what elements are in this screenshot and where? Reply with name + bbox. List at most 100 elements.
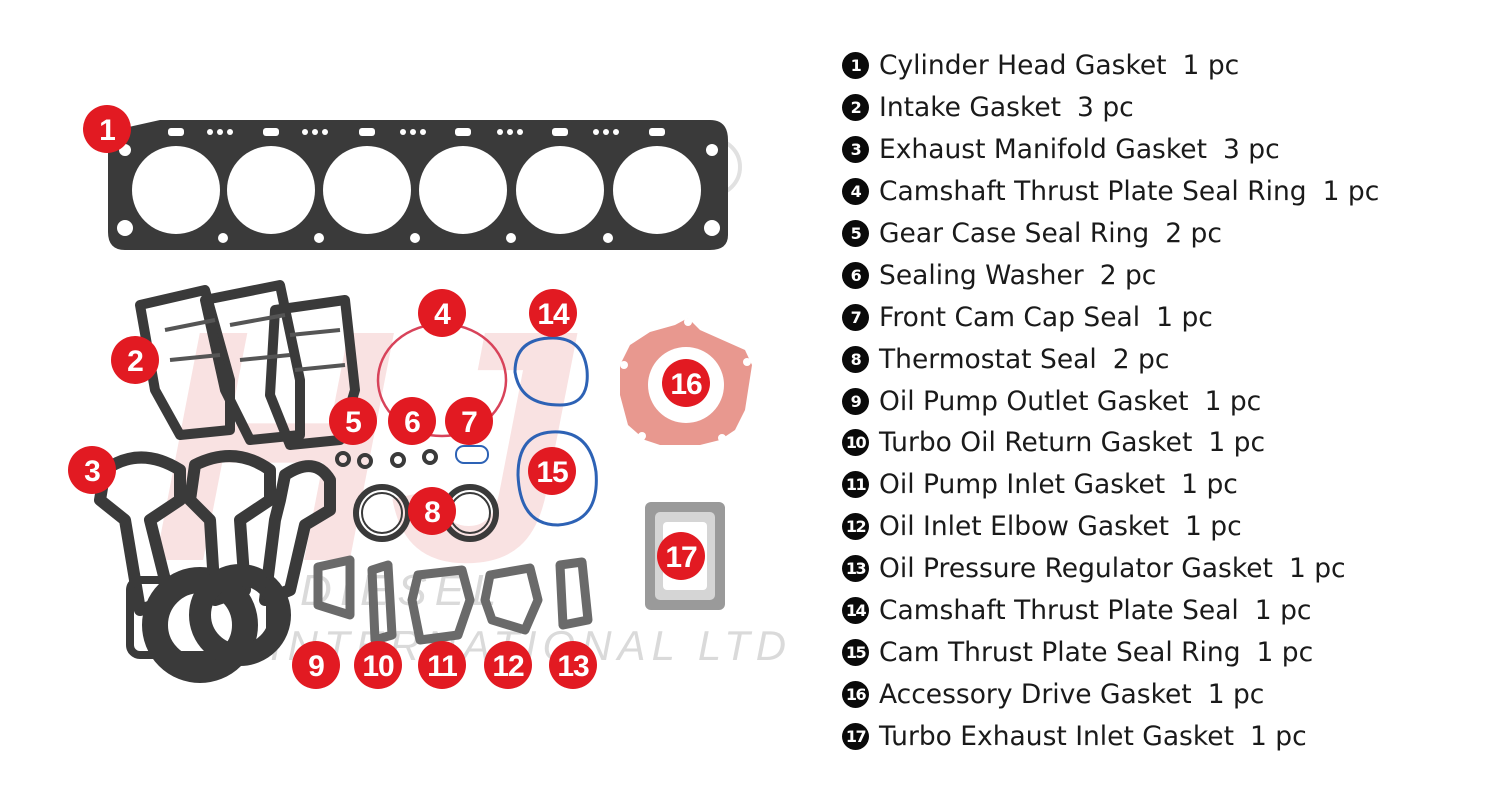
parts-list-item: 4 Camshaft Thrust Plate Seal Ring 1 pc: [842, 171, 1492, 213]
callout-16: 16: [662, 359, 710, 407]
item-name: Thermostat Seal: [879, 343, 1097, 375]
item-number-badge: 5: [842, 220, 869, 247]
parts-list-item: 8 Thermostat Seal 2 pc: [842, 338, 1492, 380]
parts-list-item: 15 Cam Thrust Plate Seal Ring 1 pc: [842, 631, 1492, 673]
callout-15: 15: [528, 447, 576, 495]
item-quantity: 1 pc: [1204, 385, 1262, 417]
callout-7: 7: [445, 397, 493, 445]
item-name: Camshaft Thrust Plate Seal Ring: [879, 176, 1307, 208]
parts-list-item: 7 Front Cam Cap Seal 1 pc: [842, 296, 1492, 338]
item-number-badge: 12: [842, 513, 869, 541]
camshaft-thrust-plate-seal-drawing: [513, 336, 589, 407]
svg-text:17: 17: [665, 541, 697, 574]
item-number-badge: 8: [842, 345, 869, 373]
item-name: Oil Pump Inlet Gasket: [879, 469, 1166, 501]
callout-9: 9: [292, 641, 340, 689]
item-number-badge: 3: [842, 136, 869, 164]
svg-text:11: 11: [427, 650, 457, 683]
callout-5: 5: [329, 397, 377, 445]
callout-8: 8: [408, 487, 456, 535]
item-number-badge: 4: [842, 178, 869, 206]
item-name: Cylinder Head Gasket: [879, 50, 1167, 82]
svg-text:7: 7: [461, 406, 477, 439]
svg-text:4: 4: [434, 298, 451, 331]
callout-10: 10: [354, 641, 402, 689]
svg-text:12: 12: [492, 650, 524, 683]
item-number-badge: 14: [842, 597, 869, 625]
callout-4: 4: [418, 289, 466, 337]
item-name: Intake Gasket: [879, 92, 1062, 124]
item-quantity: 1 pc: [1185, 511, 1242, 543]
parts-list-item: 1 Cylinder Head Gasket 1 pc: [842, 45, 1492, 87]
item-name: Turbo Oil Return Gasket: [879, 427, 1193, 459]
front-cam-cap-seal-drawing: [455, 445, 489, 464]
item-quantity: 1 pc: [1208, 427, 1266, 459]
item-name: Sealing Washer: [879, 259, 1084, 291]
svg-text:2: 2: [127, 345, 143, 378]
svg-text:16: 16: [670, 368, 702, 401]
item-quantity: 1 pc: [1182, 50, 1240, 82]
small-gaskets-drawing: [313, 555, 593, 645]
item-number-badge: 15: [842, 638, 869, 666]
gasket-kit-diagram: HJ DIESEL INTERNATIONAL LTD ®: [68, 105, 786, 689]
item-quantity: 1 pc: [1254, 595, 1312, 627]
svg-text:14: 14: [537, 298, 570, 331]
parts-list-item: 9 Oil Pump Outlet Gasket 1 pc: [842, 380, 1492, 422]
item-quantity: 1 pc: [1207, 678, 1265, 710]
item-quantity: 1 pc: [1256, 636, 1314, 668]
item-name: Cam Thrust Plate Seal Ring: [879, 636, 1241, 668]
parts-list-item: 12 Oil Inlet Elbow Gasket 1 pc: [842, 506, 1492, 548]
item-number-badge: 2: [842, 94, 869, 122]
small-seal-rings-drawing: [335, 449, 438, 469]
item-name: Camshaft Thrust Plate Seal: [879, 595, 1239, 627]
item-name: Oil Pressure Regulator Gasket: [879, 553, 1273, 585]
item-name: Oil Inlet Elbow Gasket: [879, 511, 1170, 543]
svg-text:15: 15: [536, 456, 568, 489]
item-quantity: 1 pc: [1322, 176, 1380, 208]
parts-list-item: 2 Intake Gasket 3 pc: [842, 87, 1492, 129]
item-number-badge: 6: [842, 261, 869, 289]
parts-list-item: 10 Turbo Oil Return Gasket 1 pc: [842, 422, 1492, 464]
cam-thrust-plate-seal-ring-drawing: [516, 430, 598, 527]
item-quantity: 3 pc: [1222, 134, 1280, 166]
callout-11: 11: [418, 641, 466, 689]
item-number-badge: 9: [842, 387, 869, 415]
callout-12: 12: [484, 641, 532, 689]
callout-6: 6: [388, 397, 436, 445]
item-number-badge: 13: [842, 555, 869, 583]
callout-13: 13: [549, 641, 597, 689]
svg-text:10: 10: [362, 650, 394, 683]
item-number-badge: 10: [842, 429, 869, 457]
parts-list-item: 14 Camshaft Thrust Plate Seal 1 pc: [842, 590, 1492, 632]
svg-text:5: 5: [345, 406, 361, 439]
cylinder-head-gasket-drawing: [108, 120, 728, 250]
item-name: Front Cam Cap Seal: [879, 301, 1141, 333]
svg-text:3: 3: [84, 455, 100, 488]
item-number-badge: 7: [842, 303, 869, 331]
callout-14: 14: [529, 289, 577, 337]
item-quantity: 1 pc: [1181, 469, 1238, 501]
svg-text:9: 9: [308, 650, 324, 683]
item-quantity: 1 pc: [1156, 301, 1213, 333]
exhaust-manifold-gasket-drawing: [94, 450, 336, 683]
parts-list: 1 Cylinder Head Gasket 1 pc 2 Intake Gasket 3…: [842, 45, 1492, 757]
svg-text:1: 1: [99, 114, 115, 147]
svg-text:13: 13: [557, 650, 589, 683]
item-quantity: 2 pc: [1112, 343, 1170, 375]
svg-text:8: 8: [424, 496, 440, 529]
callout-1: 1: [83, 105, 131, 153]
item-quantity: 2 pc: [1165, 218, 1222, 249]
item-quantity: 2 pc: [1099, 259, 1157, 291]
item-name: Turbo Exhaust Inlet Gasket: [879, 720, 1234, 752]
item-name: Oil Pump Outlet Gasket: [879, 385, 1189, 417]
item-quantity: 3 pc: [1077, 92, 1134, 124]
item-name: Accessory Drive Gasket: [879, 678, 1192, 710]
item-number-badge: 1: [842, 52, 869, 80]
callout-3: 3: [68, 446, 116, 494]
